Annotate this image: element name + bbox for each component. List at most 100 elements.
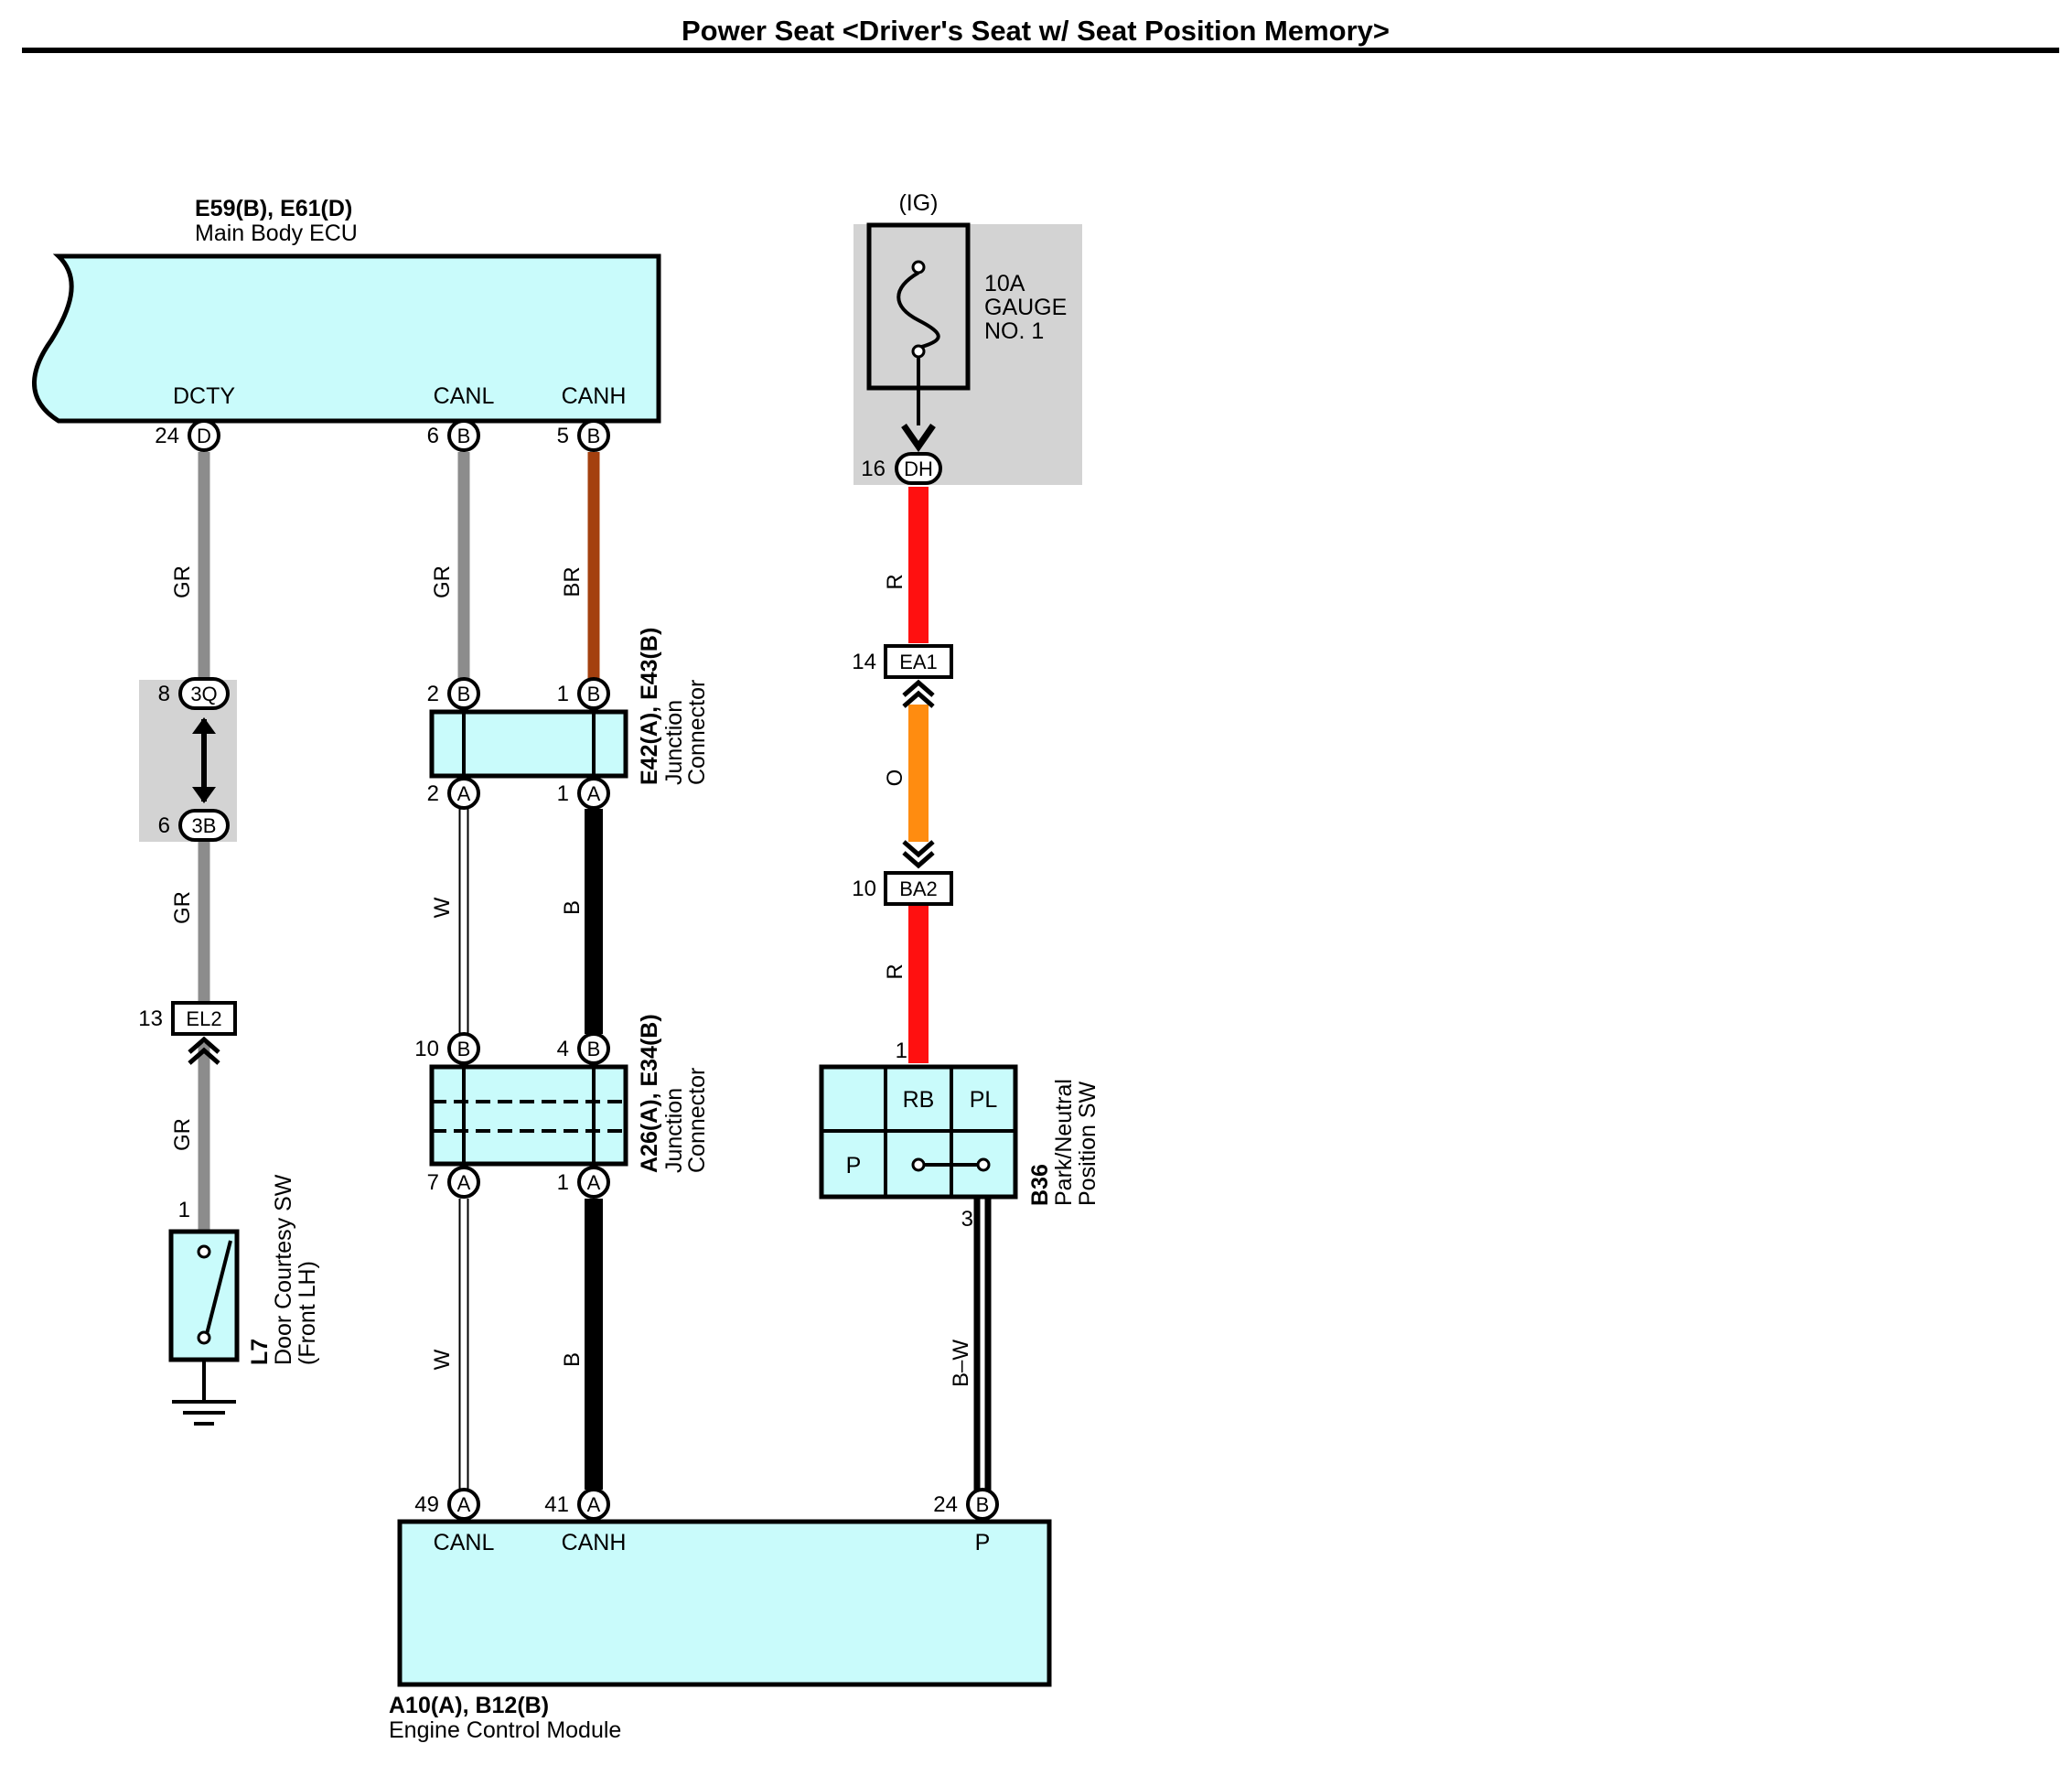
main-body-ecu-code: E59(B), E61(D)	[195, 196, 352, 221]
svg-text:A: A	[587, 1171, 601, 1194]
svg-text:13: 13	[138, 1006, 163, 1031]
junction-2-bottom-pin-1: A 7	[427, 1166, 480, 1199]
junction-1-name-line1: Junction	[661, 700, 687, 785]
pn-switch-out-pin: 3	[961, 1207, 973, 1232]
connector-el2: EL2 13	[138, 1001, 237, 1065]
connector-3q: 3Q 8	[158, 677, 230, 710]
junction-1-name-line2: Connector	[684, 680, 710, 785]
pn-switch-name-line2: Position SW	[1075, 1081, 1100, 1206]
svg-text:A: A	[457, 1171, 471, 1194]
ecm-pin-canl: A 49	[414, 1488, 480, 1521]
svg-text:41: 41	[544, 1492, 569, 1517]
svg-text:3Q: 3Q	[190, 683, 217, 705]
door-courtesy-switch	[168, 1229, 240, 1362]
junction-1-bottom-pin-2: A 1	[557, 777, 610, 810]
junction-2-top-pin-2: B 4	[557, 1032, 610, 1065]
junction-2-name-line2: Connector	[684, 1068, 710, 1173]
fuse-name-line1: GAUGE	[984, 295, 1067, 320]
wire-label-canh-mid: B	[560, 900, 585, 915]
fuse-supply-label: (IG)	[898, 190, 938, 216]
svg-text:4: 4	[557, 1037, 569, 1061]
svg-text:EL2: EL2	[186, 1007, 221, 1030]
junction-1-code: E42(A), E43(B)	[637, 628, 662, 785]
wire-label-dcty-mid: GR	[170, 891, 195, 924]
svg-text:1: 1	[557, 781, 569, 806]
svg-text:6: 6	[158, 813, 170, 838]
door-switch-code: L7	[247, 1339, 273, 1365]
wire-label-canl-upper: GR	[430, 565, 455, 598]
svg-text:1: 1	[557, 682, 569, 706]
fuse-rating: 10A	[984, 271, 1025, 296]
junction-2-top-pin-1: B 10	[414, 1032, 480, 1065]
svg-text:49: 49	[414, 1492, 439, 1517]
svg-text:10: 10	[414, 1037, 439, 1061]
ground-icon	[172, 1360, 236, 1426]
ecm-pin-canh: A 41	[544, 1488, 610, 1521]
svg-text:1: 1	[557, 1170, 569, 1195]
svg-text:B: B	[976, 1493, 990, 1516]
svg-text:24: 24	[155, 424, 179, 448]
svg-text:BA2: BA2	[899, 877, 938, 900]
svg-text:3B: 3B	[192, 814, 217, 837]
svg-text:6: 6	[427, 424, 439, 448]
ecu-pin-canl: B 6	[427, 419, 480, 452]
svg-text:EA1: EA1	[899, 651, 938, 673]
pn-switch-code: B36	[1027, 1164, 1053, 1206]
ecm-box	[397, 1519, 1052, 1687]
fuse-out-connector: DH 16	[861, 452, 942, 485]
svg-text:D: D	[197, 425, 211, 447]
connector-ba2: BA2 10	[852, 840, 953, 906]
ecu-signal-canh: CANH	[562, 383, 627, 409]
pn-switch-name-line1: Park/Neutral	[1051, 1079, 1077, 1206]
diagram-title: Power Seat <Driver's Seat w/ Seat Positi…	[682, 15, 1390, 47]
wire-label-p-signal: B–W	[949, 1340, 973, 1387]
junction-connector-1	[429, 709, 628, 779]
svg-text:B: B	[587, 1038, 601, 1060]
wire-label-ig-lower: R	[883, 963, 907, 979]
svg-text:A: A	[587, 1493, 601, 1516]
pn-cell-rb: RB	[903, 1087, 935, 1113]
door-switch-pin: 1	[178, 1198, 190, 1222]
wire-label-canh-upper: BR	[560, 566, 585, 597]
park-neutral-switch	[819, 1064, 1018, 1200]
svg-text:B: B	[457, 683, 471, 705]
wire-label-ig-mid: O	[883, 769, 907, 787]
door-switch-name-line2: (Front LH)	[295, 1261, 320, 1365]
fuse-name-line2: NO. 1	[984, 318, 1044, 344]
svg-text:5: 5	[557, 424, 569, 448]
svg-text:24: 24	[933, 1492, 958, 1517]
title-rule	[22, 48, 2059, 53]
ecm-signal-canh: CANH	[562, 1530, 627, 1555]
pn-switch-in-pin: 1	[896, 1039, 907, 1063]
svg-text:8: 8	[158, 682, 170, 706]
wire-label-canh-lower: B	[560, 1352, 585, 1367]
svg-text:B: B	[587, 683, 601, 705]
junction-2-name-line1: Junction	[661, 1088, 687, 1173]
svg-text:10: 10	[852, 877, 876, 901]
ecu-signal-dcty: DCTY	[173, 383, 235, 409]
junction-1-top-pin-2: B 1	[557, 677, 610, 710]
svg-text:2: 2	[427, 682, 439, 706]
junction-2-code: A26(A), E34(B)	[637, 1014, 662, 1173]
ecu-pin-canh: B 5	[557, 419, 610, 452]
wire-label-dcty-upper: GR	[170, 565, 195, 598]
svg-text:A: A	[587, 782, 601, 805]
door-switch-name-line1: Door Courtesy SW	[271, 1174, 296, 1365]
pn-cell-pl: PL	[970, 1087, 998, 1113]
svg-text:A: A	[457, 782, 471, 805]
svg-text:B: B	[457, 1038, 471, 1060]
junction-1-bottom-pin-1: A 2	[427, 777, 480, 810]
ecm-name: Engine Control Module	[389, 1717, 621, 1743]
ecu-signal-canl: CANL	[434, 383, 495, 409]
junction-1-top-pin-1: B 2	[427, 677, 480, 710]
ecm-pin-p: B 24	[933, 1488, 999, 1521]
svg-text:A: A	[457, 1493, 471, 1516]
connector-ea1: EA1 14	[852, 644, 953, 708]
ecm-signal-p: P	[975, 1530, 991, 1555]
svg-text:DH: DH	[904, 457, 933, 480]
svg-text:B: B	[457, 425, 471, 447]
connector-3b: 3B 6	[158, 809, 230, 842]
svg-text:2: 2	[427, 781, 439, 806]
main-body-ecu-box	[32, 253, 661, 424]
